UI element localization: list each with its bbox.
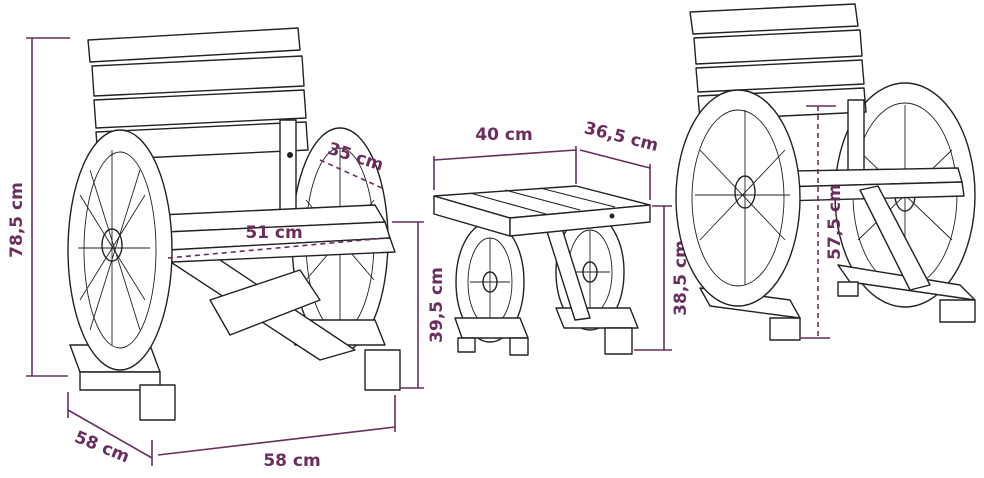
chair-seat-width-line	[167, 237, 387, 259]
table-wheels	[455, 213, 625, 343]
chair-depth-label: 58 cm	[72, 427, 133, 467]
table-width-line	[433, 149, 577, 161]
chair-side-dimensions: 57,5 cm	[800, 105, 845, 339]
chair-total-height-label: 78,5 cm	[7, 182, 27, 258]
chair-front-drawing	[67, 27, 401, 421]
chair-side-front-wheel	[675, 89, 801, 307]
chair-width-label: 58 cm	[263, 451, 320, 471]
chair-width-line	[157, 426, 396, 456]
chair-backrest	[87, 27, 309, 216]
chair-side-drawing	[675, 3, 976, 341]
chair-depth-line	[67, 409, 153, 459]
table-depth-line	[579, 149, 651, 169]
chair-seat-width-label: 51 cm	[245, 223, 302, 243]
chair-seat-depth-line	[319, 159, 383, 189]
table-top	[433, 185, 651, 237]
chair-seat-height-label: 39,5 cm	[427, 267, 447, 343]
table-depth-label: 36,5 cm	[582, 118, 660, 156]
table-drawing	[433, 185, 651, 356]
table-width-label: 40 cm	[475, 125, 532, 145]
chair-front-wheel	[67, 129, 173, 371]
chair-seat	[159, 204, 396, 263]
table-base	[454, 221, 639, 356]
chair-side-seat-height-label: 57,5 cm	[825, 184, 845, 260]
